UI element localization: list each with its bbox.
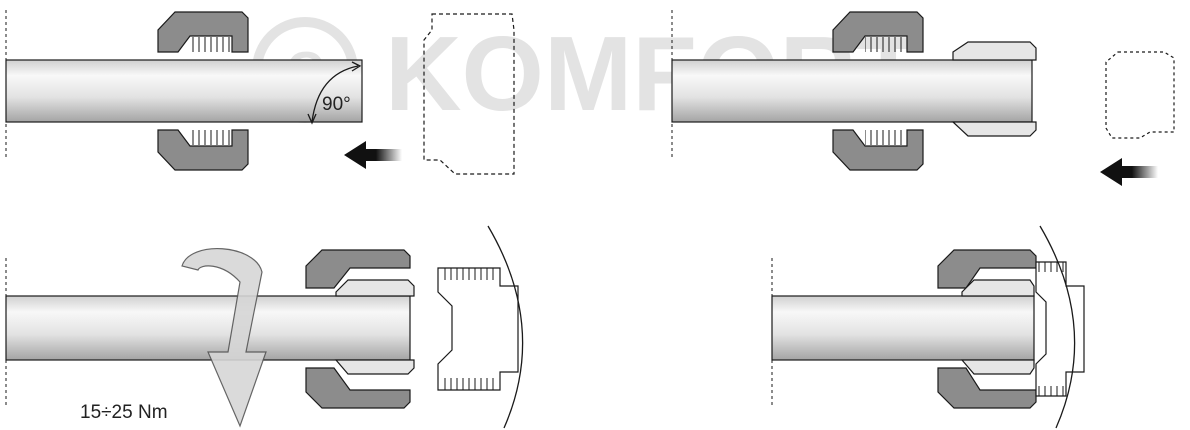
nut-upper-section (832, 11, 924, 53)
fitting-body (1035, 261, 1085, 397)
nut-upper-threads (865, 37, 907, 52)
pipe (671, 59, 1033, 123)
ring-lower-section (960, 359, 1035, 375)
ring-upper-section (961, 279, 1035, 297)
ring-upper-section (952, 41, 1037, 61)
nut-lower-threads (190, 130, 232, 145)
fitting-threads-upper (440, 268, 498, 280)
nut-upper-section (305, 249, 411, 289)
ring-upper-section (335, 279, 415, 297)
nut-upper-threads (190, 37, 232, 52)
pipe (5, 59, 363, 123)
fitting-edge-arc (487, 225, 524, 429)
ring-outline (423, 13, 515, 175)
fitting-body (437, 267, 519, 391)
rotation-arrow-icon (181, 248, 267, 428)
fitting-edge-arc (1039, 225, 1076, 429)
angle-label: 90° (322, 94, 351, 115)
angle-arc-icon (311, 65, 359, 123)
fitting-threads-upper (1036, 262, 1066, 272)
fitting-threads-lower (440, 378, 498, 390)
fitting-threads-lower (1036, 386, 1066, 396)
push-arrow-icon (344, 141, 402, 169)
ring-lower-section (951, 121, 1037, 137)
fitting-outline (1105, 51, 1175, 139)
nut-upper-section (937, 249, 1037, 289)
nut-lower-threads (865, 130, 907, 145)
pipe (771, 295, 1035, 361)
push-arrow-icon (1100, 158, 1158, 186)
nut-upper-section (157, 11, 249, 53)
nut-lower-section (305, 367, 411, 409)
step-3-tighten-nut: 15÷25 Nm (5, 225, 524, 429)
step-2-insert-ring (671, 10, 1175, 186)
step-1-cut-pipe: 90° (5, 10, 515, 175)
step-4-assembled (771, 225, 1085, 429)
nut-lower-section (832, 129, 924, 171)
torque-label: 15÷25 Nm (80, 402, 168, 423)
nut-lower-section (937, 367, 1037, 409)
pipe (5, 295, 411, 361)
nut-lower-section (157, 129, 249, 171)
ring-lower-section (334, 359, 415, 375)
